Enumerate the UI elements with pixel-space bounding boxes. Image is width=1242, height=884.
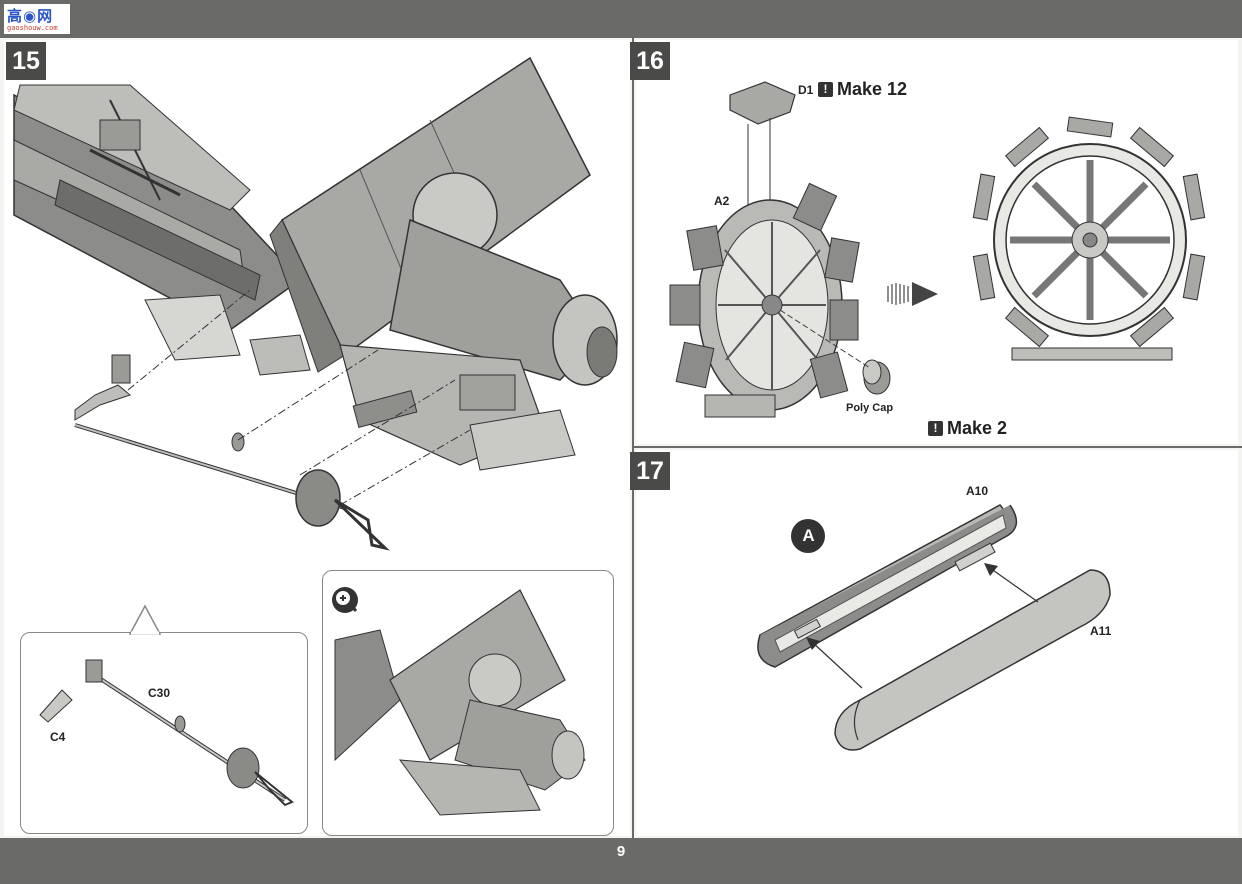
part-label-a2: A2 xyxy=(714,194,730,208)
step-17-panel xyxy=(636,450,1238,836)
warning-icon: ! xyxy=(928,421,943,436)
part-label-a11: A11 xyxy=(1090,624,1112,638)
make-12-text: Make 12 xyxy=(837,79,908,99)
page-number: 9 xyxy=(616,843,626,860)
vertical-divider xyxy=(632,38,634,838)
make-12-note: ! Make 12 xyxy=(818,79,907,100)
step-16-number: 16 xyxy=(630,42,670,80)
horizontal-divider xyxy=(634,446,1242,448)
warning-icon: ! xyxy=(818,82,833,97)
site-logo: 高◉网 gaoshouw.com xyxy=(4,4,70,34)
top-band xyxy=(0,0,1242,38)
sub-step-label: A xyxy=(802,526,815,545)
logo-url: gaoshouw.com xyxy=(7,24,58,32)
bottom-band xyxy=(0,838,1242,884)
part-label-poly-cap: Poly Cap xyxy=(846,402,894,414)
part-label-c4: C4 xyxy=(50,730,66,744)
sub-step-circle xyxy=(791,519,825,553)
part-label-c30: C30 xyxy=(148,686,171,700)
step-17-number: 17 xyxy=(630,452,670,490)
logo-text: 高◉网 xyxy=(7,8,54,25)
make-2-text: Make 2 xyxy=(947,418,1008,438)
detail-inset-left xyxy=(20,632,308,834)
part-label-d1: D1 xyxy=(798,83,814,97)
make-2-note: ! Make 2 xyxy=(928,418,1007,439)
part-label-a10: A10 xyxy=(966,484,989,498)
step-15-number: 15 xyxy=(6,42,46,80)
